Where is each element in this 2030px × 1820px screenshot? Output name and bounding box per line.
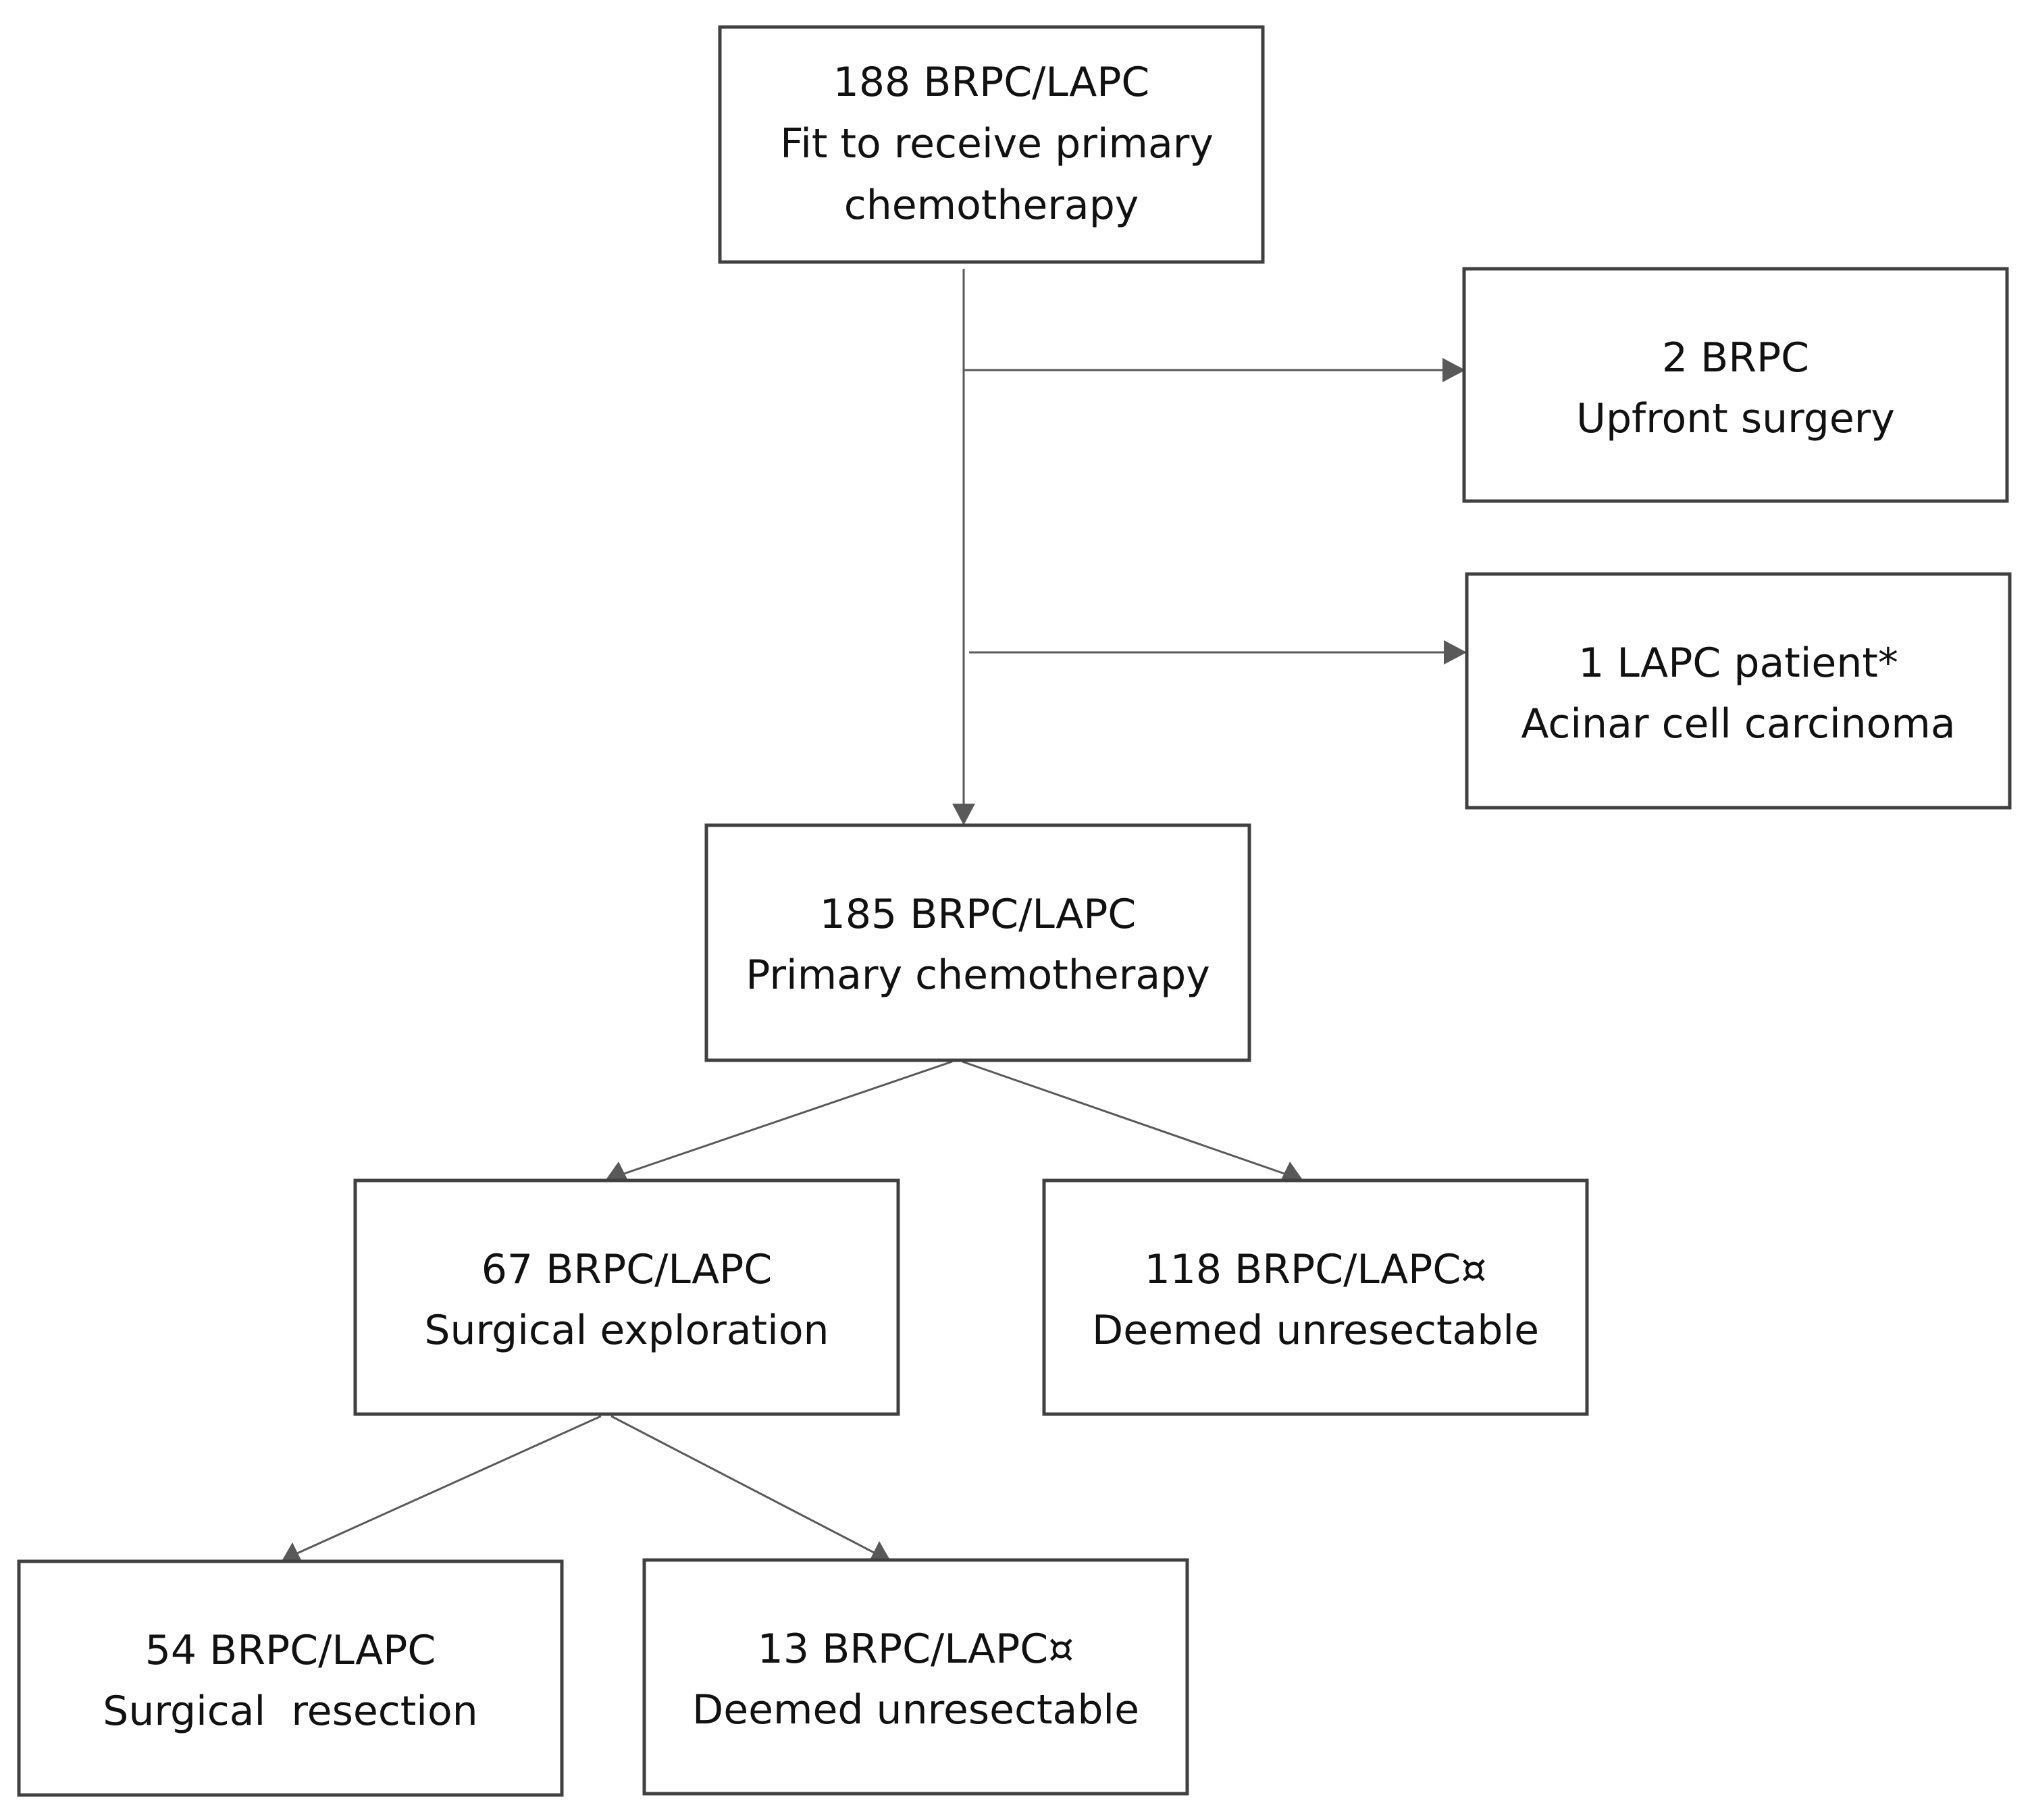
box-primary-chemotherapy: 185 BRPC/LAPC Primary chemotherapy (704, 823, 1251, 1062)
box-upfront-surgery: 2 BRPC Upfront surgery (1462, 267, 2009, 503)
box-deemed-unresectable-118: 118 BRPC/LAPC¤ Deemed unresectable (1042, 1178, 1589, 1416)
arrowhead-primary (952, 804, 975, 825)
box-fit-line1: 188 BRPC/LAPC (833, 59, 1150, 106)
box-unresectable-13-line2: Deemed unresectable (692, 1686, 1139, 1734)
box-exploration-line1: 67 BRPC/LAPC (482, 1246, 773, 1293)
box-surgical-exploration: 67 BRPC/LAPC Surgical exploration (353, 1178, 900, 1416)
box-fit-line2: Fit to receive primary (780, 120, 1214, 167)
connector-to-resection (295, 1415, 602, 1555)
box-upfront-line2: Upfront surgery (1576, 395, 1895, 442)
box-upfront-line1: 2 BRPC (1662, 334, 1809, 382)
box-primary-line1: 185 BRPC/LAPC (820, 891, 1137, 938)
arrowhead-upfront (1442, 358, 1465, 382)
arrowhead-acinar (1444, 640, 1467, 665)
connector-to-unresectable-13 (610, 1415, 877, 1555)
box-exploration-line2: Surgical exploration (424, 1307, 829, 1354)
arrowhead-unresectable-118 (1281, 1162, 1303, 1180)
arrowhead-unresectable-13 (870, 1541, 890, 1560)
box-deemed-unresectable-13: 13 BRPC/LAPC¤ Deemed unresectable (642, 1558, 1189, 1796)
connectors (282, 269, 1467, 1560)
box-fit-for-chemotherapy: 188 BRPC/LAPC Fit to receive primary che… (718, 25, 1265, 264)
box-acinar-line2: Acinar cell carcinoma (1521, 700, 1955, 748)
box-primary-line2: Primary chemotherapy (746, 952, 1210, 999)
box-acinar-line1: 1 LAPC patient* (1578, 640, 1898, 687)
box-fit-line3: chemotherapy (844, 182, 1139, 229)
box-unresectable-13-line1: 13 BRPC/LAPC¤ (758, 1626, 1074, 1673)
box-acinar-cell-carcinoma: 1 LAPC patient* Acinar cell carcinoma (1465, 572, 2012, 810)
box-resection-line2: Surgical resection (103, 1688, 477, 1735)
box-unresectable-118-line1: 118 BRPC/LAPC¤ (1145, 1246, 1487, 1293)
arrowhead-exploration (606, 1162, 628, 1180)
box-surgical-resection: 54 BRPC/LAPC Surgical resection (17, 1559, 564, 1797)
connector-to-exploration (619, 1060, 953, 1176)
box-resection-line1: 54 BRPC/LAPC (145, 1627, 436, 1674)
connector-to-unresectable-118 (962, 1060, 1289, 1176)
arrowhead-resection (282, 1542, 301, 1560)
box-unresectable-118-line2: Deemed unresectable (1092, 1307, 1539, 1354)
